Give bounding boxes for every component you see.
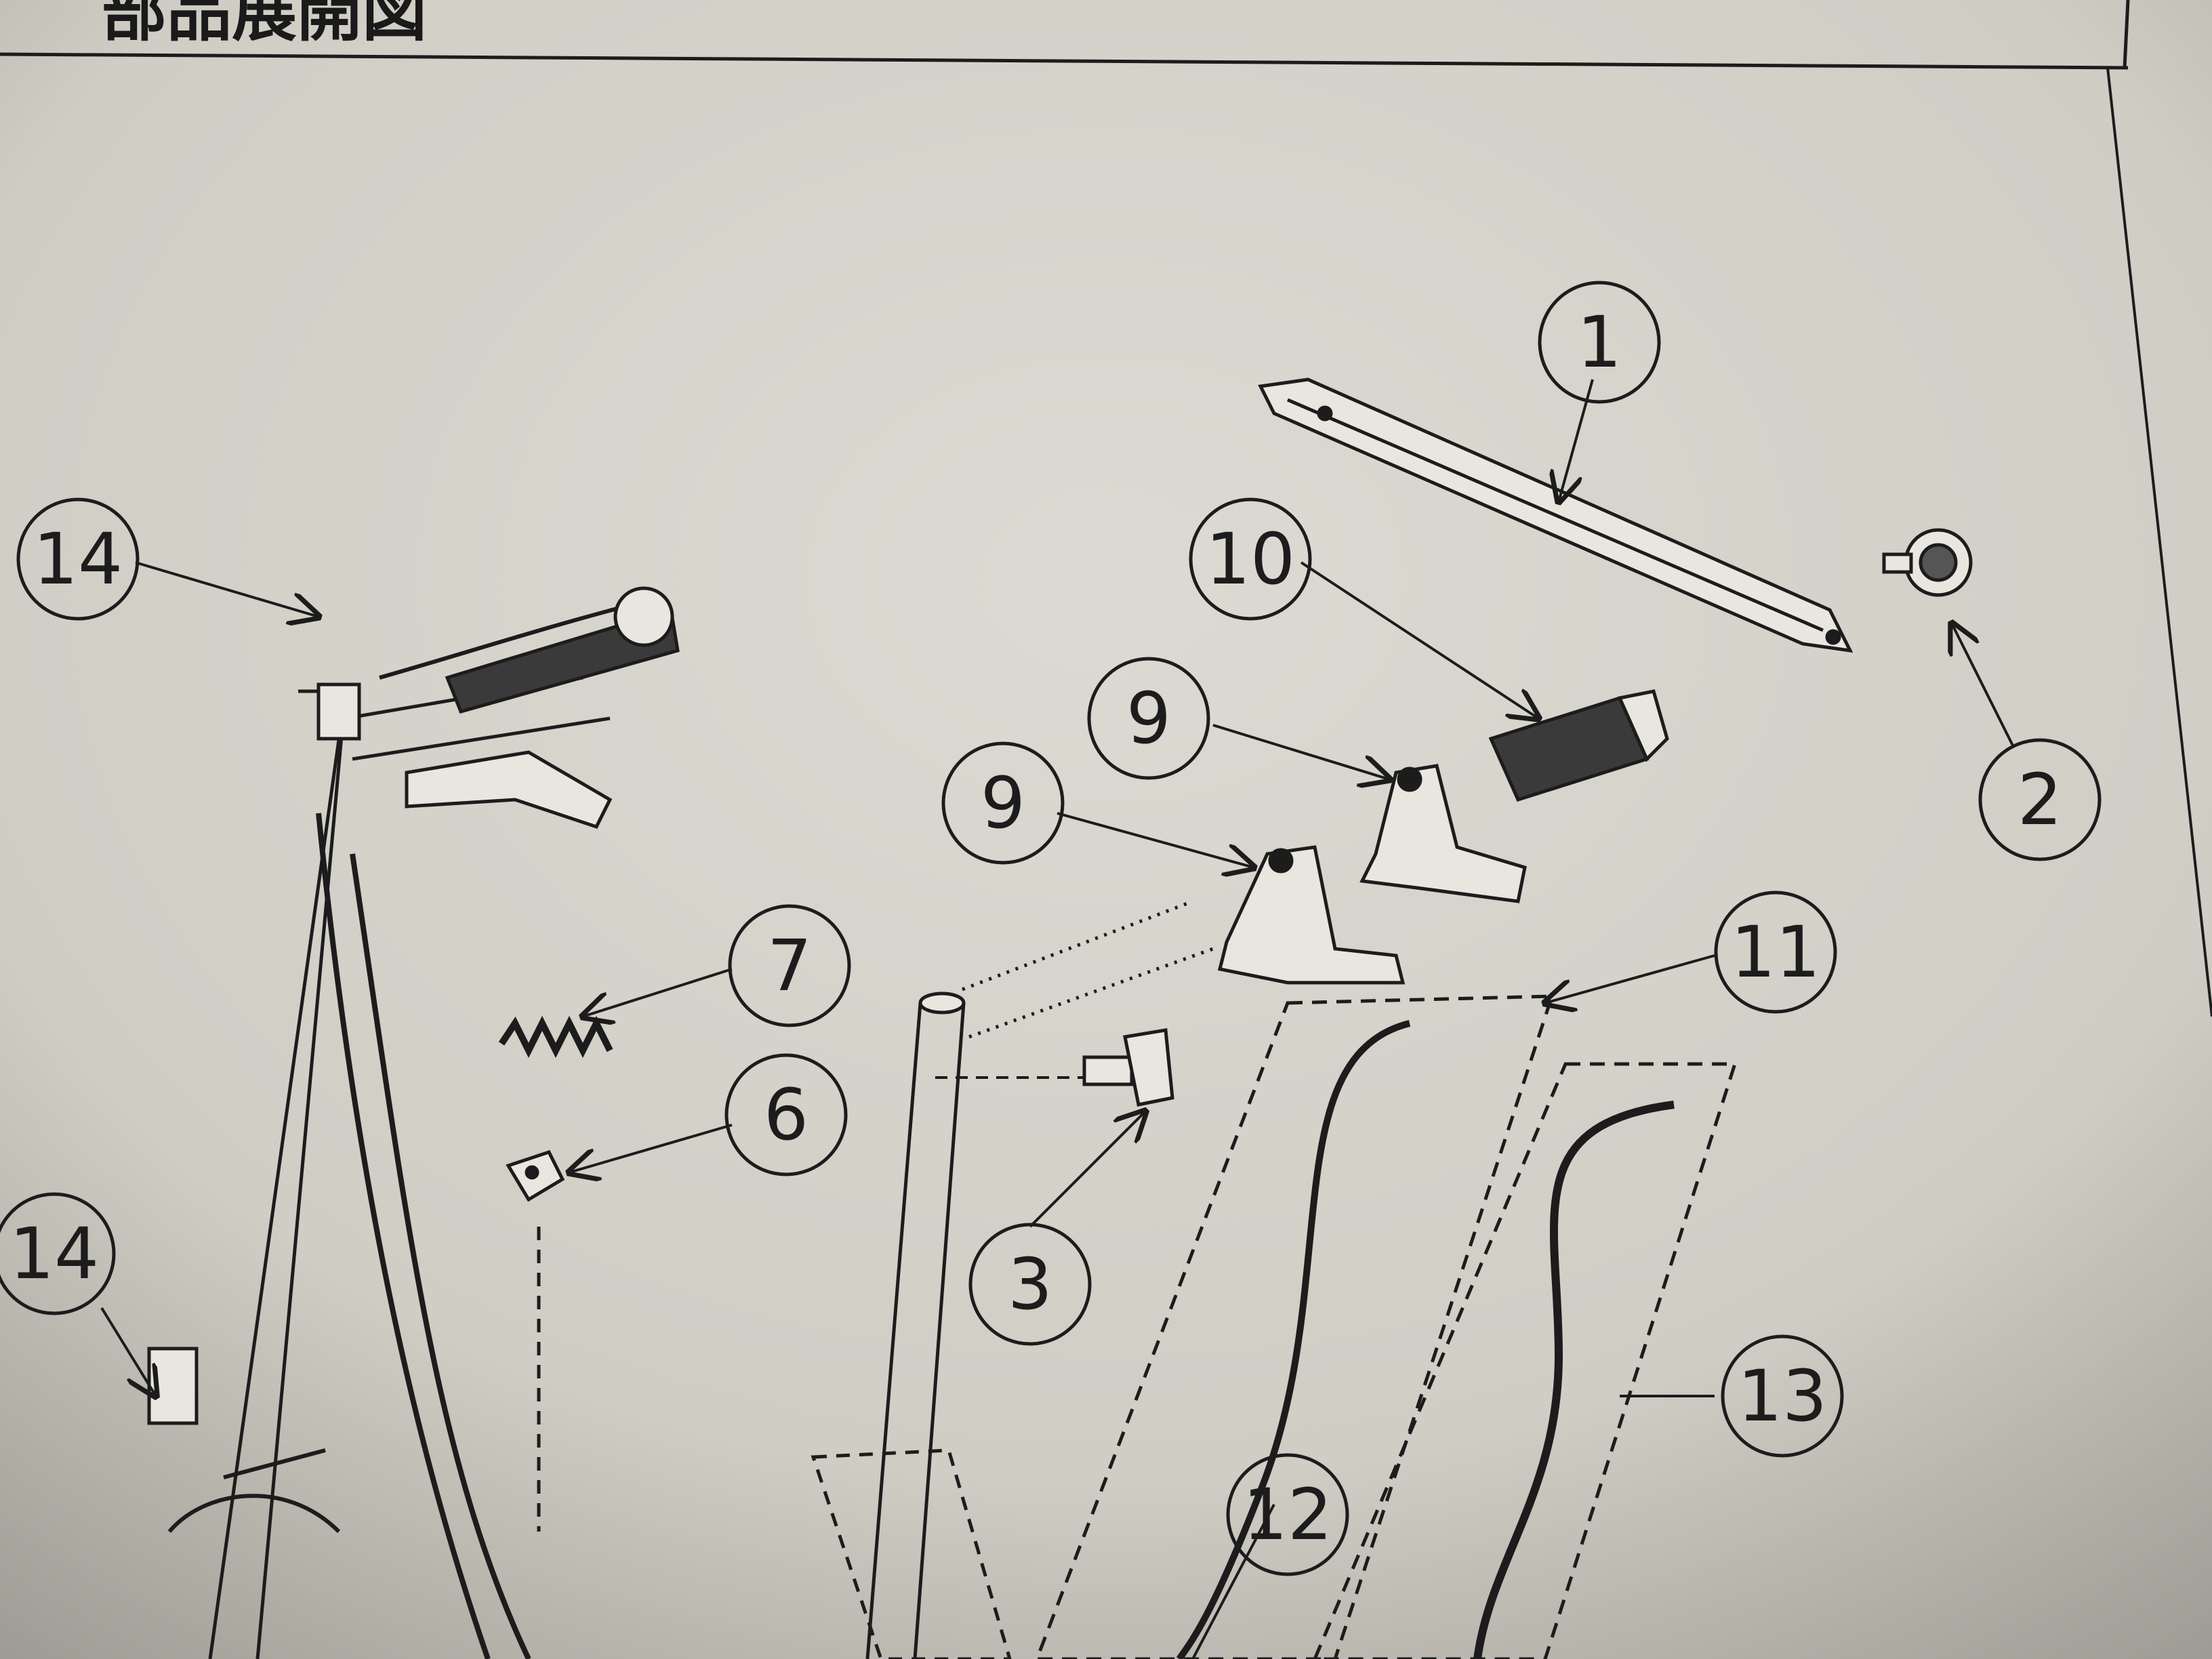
part-12-cable: [1176, 1020, 1411, 1659]
callout-9-upper-label: 9: [1126, 677, 1171, 760]
callout-14-lower: 14: [0, 1192, 116, 1315]
frame-left: [147, 586, 680, 1659]
callout-1: 1: [1538, 281, 1661, 404]
callout-10-label: 10: [1206, 518, 1295, 600]
part-13-cable: [1473, 1101, 1675, 1659]
callout-14-lower-label: 14: [9, 1212, 99, 1295]
part-2-knob: [1882, 528, 1973, 597]
callout-9-upper: 9: [1087, 657, 1210, 780]
page-frame: [0, 0, 2212, 1017]
callout-14-upper-label: 14: [33, 518, 123, 600]
center-tube: [811, 899, 1214, 1659]
callout-9-lower-label: 9: [981, 762, 1025, 844]
callout-6: 6: [724, 1053, 848, 1176]
part-10-grip: [1488, 689, 1669, 802]
callout-12: 12: [1226, 1453, 1349, 1576]
callout-11: 11: [1714, 890, 1837, 1014]
callout-3-label: 3: [1008, 1243, 1052, 1326]
part-9-lever-upper: [1359, 764, 1527, 903]
callout-9-lower: 9: [941, 741, 1065, 865]
callout-11-label: 11: [1731, 911, 1820, 994]
callout-13-label: 13: [1738, 1355, 1827, 1437]
callout-2-label: 2: [2018, 758, 2062, 841]
callout-14-upper: 14: [16, 497, 140, 621]
part-14-cap-upper-shape: [316, 682, 361, 741]
callout-1-label: 1: [1577, 301, 1622, 384]
part-14-cap-lower-shape: [147, 1347, 199, 1425]
part-9-lever-lower: [1217, 845, 1406, 985]
callout-7-label: 7: [767, 924, 812, 1007]
part-1-bar: [1258, 377, 1853, 653]
callout-12-label: 12: [1243, 1473, 1332, 1556]
leader-lines: [100, 379, 2014, 1659]
page-heading: 部品展開図: [102, 0, 427, 50]
callout-6-label: 6: [764, 1073, 808, 1156]
callout-3: 3: [968, 1223, 1092, 1346]
callout-7: 7: [728, 904, 851, 1027]
callout-13: 13: [1721, 1334, 1844, 1458]
callout-10: 10: [1189, 497, 1312, 621]
part-3-screw-knob: [1082, 1028, 1174, 1107]
part-11-cable-box: [1035, 994, 1555, 1659]
callout-2: 2: [1978, 738, 2102, 861]
part-7-spring: [498, 1015, 613, 1059]
